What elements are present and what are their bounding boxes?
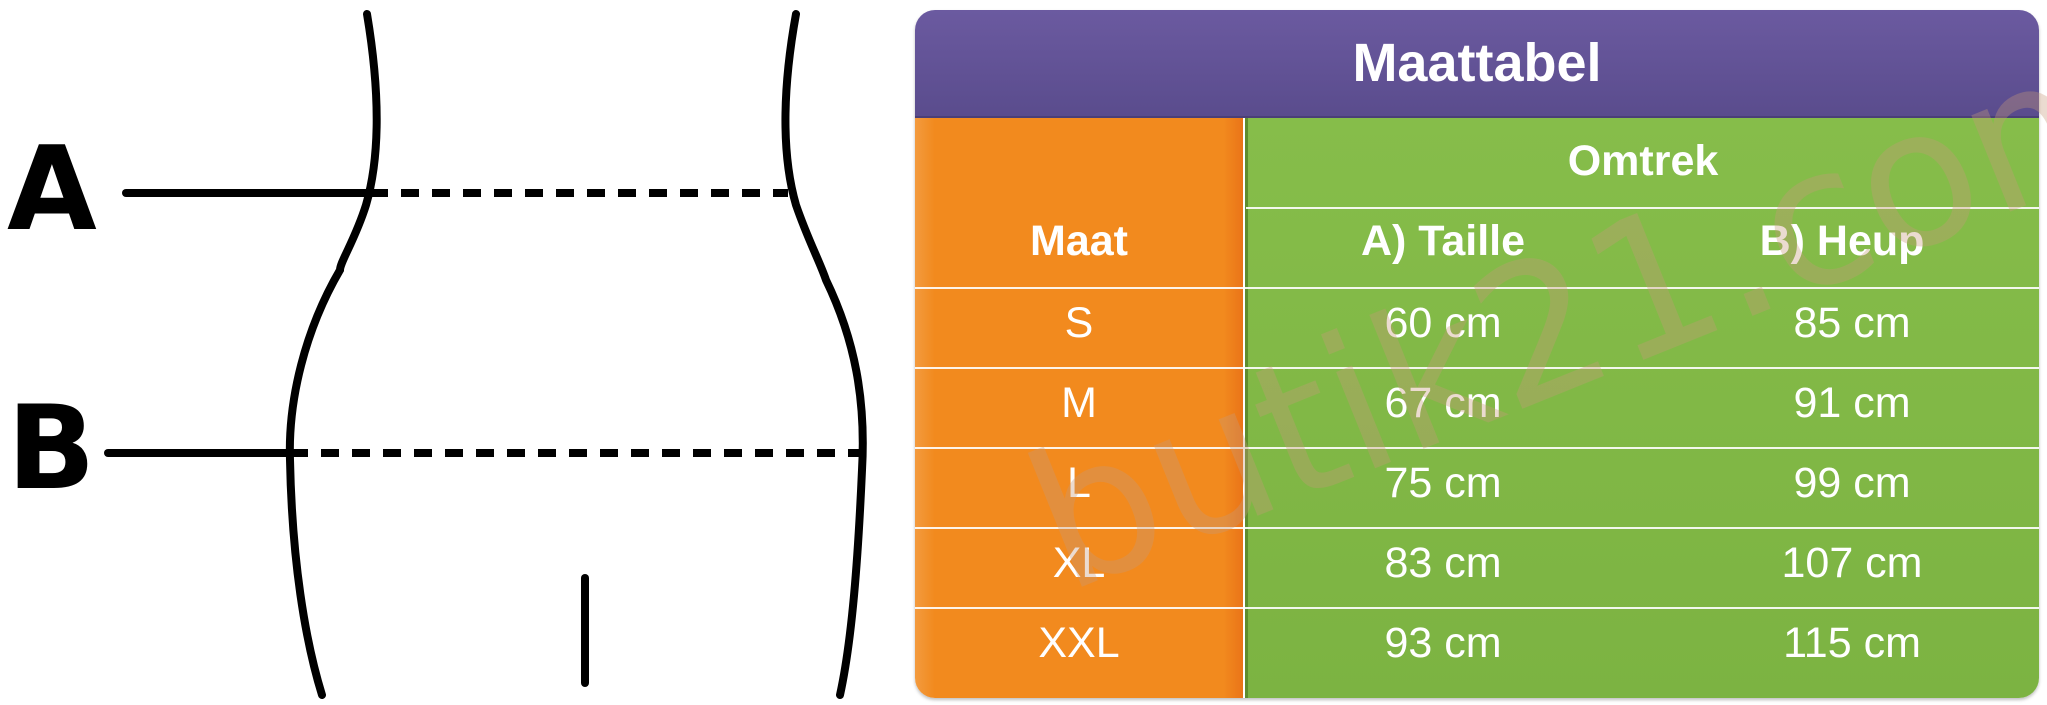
left-body-outline [285,10,381,699]
table-cell-hip: 115 cm [1783,619,1921,667]
right-body-outline [781,10,867,699]
table-cell-waist: 93 cm [1384,619,1502,667]
table-cell-size: L [1067,459,1091,507]
row-divider [915,527,2039,529]
table-cell-hip: 91 cm [1793,379,1911,427]
size-column [915,118,1243,698]
table-cell-hip: 107 cm [1781,539,1923,587]
table-cell-waist: 75 cm [1384,459,1502,507]
marker-b-label: B [7,381,96,516]
table-header: Maattabel [915,10,2039,118]
table-title: Maattabel [1352,33,1602,93]
table-cell-hip: 85 cm [1793,299,1911,347]
header-row-divider [915,287,2039,289]
column-header-hip: B) Heup [1759,217,1925,265]
row-divider [915,447,2039,449]
row-divider [915,607,2039,609]
column-header-waist: A) Taille [1360,217,1526,265]
table-cell-waist: 83 cm [1384,539,1502,587]
table-cell-waist: 67 cm [1384,379,1502,427]
marker-a-label: A [7,122,97,257]
table-cell-hip: 99 cm [1793,459,1911,507]
row-divider [915,367,2039,369]
table-cell-size: XL [1052,539,1106,587]
body-silhouette-figure [104,10,867,699]
group-header-omtrek: Omtrek [1567,137,1719,185]
table-cell-size: XXL [1038,619,1120,667]
size-table: Maattabel Omtrek Maat A) Taille B) Heup … [915,10,2039,698]
measurement-columns [1245,118,2039,698]
column-header-size: Maat [1030,217,1128,265]
table-cell-size: M [1061,379,1097,427]
table-cell-waist: 60 cm [1384,299,1502,347]
group-header-divider [1246,207,2039,209]
table-cell-size: S [1064,299,1094,347]
